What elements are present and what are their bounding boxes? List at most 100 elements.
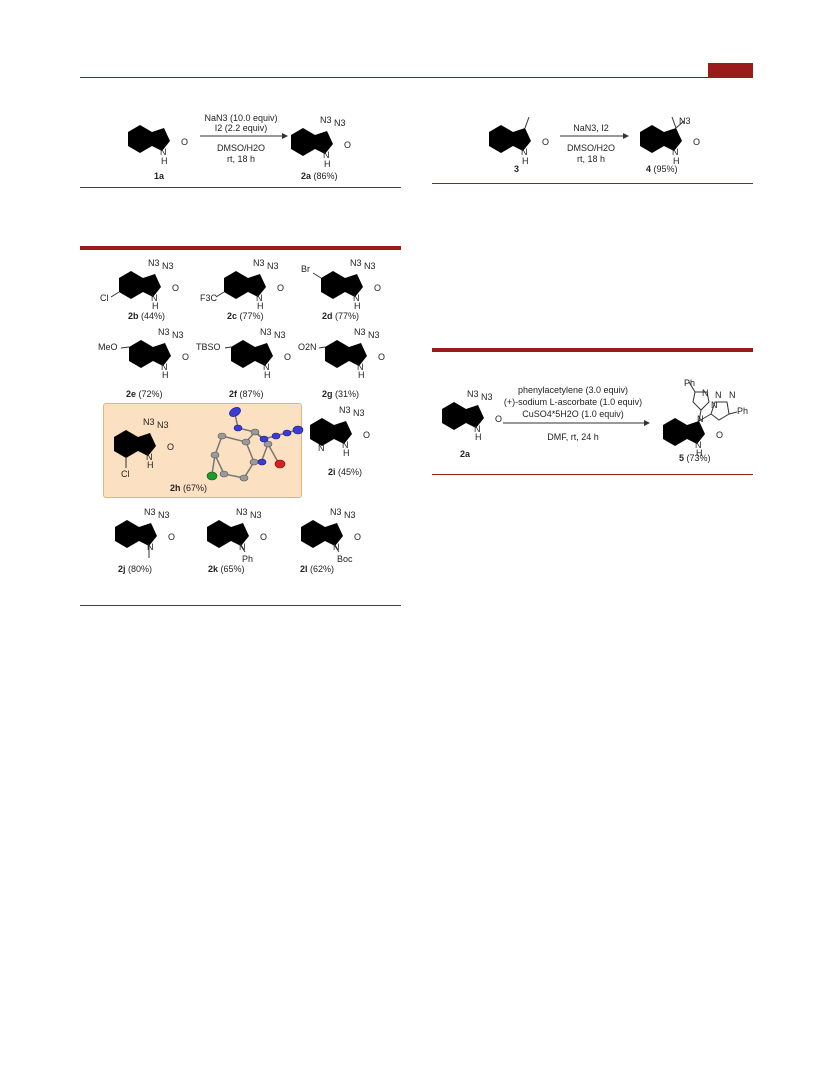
scheme1-condition-1: NaN3 (10.0 equiv) <box>204 113 277 123</box>
h-label: H <box>673 156 680 166</box>
nh-label: N <box>353 293 360 303</box>
scheme1-condition-2: I2 (2.2 equiv) <box>215 123 268 133</box>
n3-label: N3 <box>158 510 170 520</box>
carbonyl-o-label: O <box>378 352 385 362</box>
scheme2-condition-1: NaN3, I2 <box>573 123 609 133</box>
compound-2f-structure <box>224 332 283 368</box>
carbonyl-o-label: O <box>363 430 370 440</box>
nh-label: N <box>323 150 330 160</box>
carbonyl-o-label: O <box>167 442 174 452</box>
n3-label: N3 <box>148 258 160 268</box>
compound-2b-caption: 2b (44%) <box>128 311 165 321</box>
compound-2d-structure <box>312 263 373 299</box>
compound-2e-caption: 2e (72%) <box>126 389 163 399</box>
scheme3-condition-4: DMF, rt, 24 h <box>547 432 599 442</box>
compound-2j-structure <box>115 512 167 558</box>
n3-label: N3 <box>143 417 155 427</box>
phenyl-label: Ph <box>684 378 695 388</box>
n3-label: N3 <box>330 507 342 517</box>
n3-label: N3 <box>364 261 376 271</box>
triazole-n-label: N <box>729 390 736 400</box>
table-top-rule <box>80 246 401 250</box>
carbonyl-o-label: O <box>172 283 179 293</box>
substituent-label: Br <box>301 264 310 274</box>
nh-label: N <box>160 147 167 157</box>
h-label: H <box>522 156 529 166</box>
h-label: H <box>343 448 350 458</box>
compound-1a-structure <box>128 125 180 153</box>
h-label: H <box>152 301 159 311</box>
compound-2d-caption: 2d (77%) <box>322 311 359 321</box>
compound-2c-structure <box>215 263 276 299</box>
h-label: H <box>324 159 331 169</box>
n3-label: N3 <box>157 420 169 430</box>
n3-label: N3 <box>144 507 156 517</box>
compound-2l-caption: 2l (62%) <box>300 564 334 574</box>
compound-2f-caption: 2f (87%) <box>229 389 264 399</box>
triazole-n-label: N <box>697 414 704 424</box>
nh-label: N <box>161 362 168 372</box>
substituent-label: Ph <box>242 554 253 564</box>
compound-2g-caption: 2g (31%) <box>322 389 359 399</box>
scheme2-bottom-rule <box>432 183 753 184</box>
n3-label: N3 <box>350 258 362 268</box>
substituent-label: Cl <box>121 469 130 479</box>
nh-label: N <box>342 440 349 450</box>
n-label: N <box>147 542 154 552</box>
scheme3-bottom-rule <box>432 474 753 475</box>
crystal-structure-image <box>206 407 304 482</box>
n3-label: N3 <box>481 392 493 402</box>
triazole-n-label: N <box>715 390 722 400</box>
nh-label: N <box>151 293 158 303</box>
substituent-label: O2N <box>298 342 317 352</box>
nh-label: N <box>672 147 679 157</box>
compound-3-label: 3 <box>514 164 519 174</box>
compound-2h-structure <box>114 422 166 468</box>
scheme3-arrowhead <box>644 420 650 426</box>
n3-label: N3 <box>253 258 265 268</box>
n3-label: N3 <box>172 330 184 340</box>
substituent-label: F3C <box>200 293 218 303</box>
carbonyl-o-label: O <box>542 137 549 147</box>
h-label: H <box>264 370 271 380</box>
h-label: H <box>147 460 154 470</box>
nh-label: N <box>263 362 270 372</box>
scheme2-condition-2: DMSO/H2O <box>567 143 615 153</box>
h-label: H <box>161 156 168 166</box>
nh-label: N <box>474 424 481 434</box>
carbonyl-o-label: O <box>182 352 189 362</box>
nh-label: N <box>357 362 364 372</box>
compound-2i-caption: 2i (45%) <box>328 467 362 477</box>
nh-label: N <box>256 293 263 303</box>
n3-label: N3 <box>162 261 174 271</box>
n3-label: N3 <box>679 116 691 126</box>
compound-2e-structure <box>120 332 181 368</box>
n-label: N <box>333 542 340 552</box>
compound-2a-start-label: 2a <box>460 449 471 459</box>
scheme1-arrowhead <box>282 133 288 139</box>
scheme1-condition-4: rt, 18 h <box>227 154 255 164</box>
carbonyl-o-label: O <box>716 430 723 440</box>
n3-label: N3 <box>354 327 366 337</box>
scheme1-condition-3: DMSO/H2O <box>217 143 265 153</box>
compound-2h-caption: 2h (67%) <box>170 483 207 493</box>
h-label: H <box>257 301 264 311</box>
n3-label: N3 <box>320 115 332 125</box>
ring-n-label: N <box>318 443 325 453</box>
triazole-n-label: N <box>711 400 718 410</box>
n-label: N <box>239 542 246 552</box>
scheme2-arrowhead <box>623 133 629 139</box>
compound-3-structure <box>489 116 541 153</box>
compound-2k-caption: 2k (65%) <box>208 564 245 574</box>
compound-2c-caption: 2c (77%) <box>227 311 264 321</box>
substituent-label: MeO <box>98 342 118 352</box>
n3-label: N3 <box>368 330 380 340</box>
carbonyl-o-label: O <box>693 137 700 147</box>
h-label: H <box>162 370 169 380</box>
nh-label: N <box>521 147 528 157</box>
substituent-label: Boc <box>337 554 353 564</box>
n3-label: N3 <box>267 261 279 271</box>
n3-label: N3 <box>274 330 286 340</box>
n3-label: N3 <box>353 408 365 418</box>
